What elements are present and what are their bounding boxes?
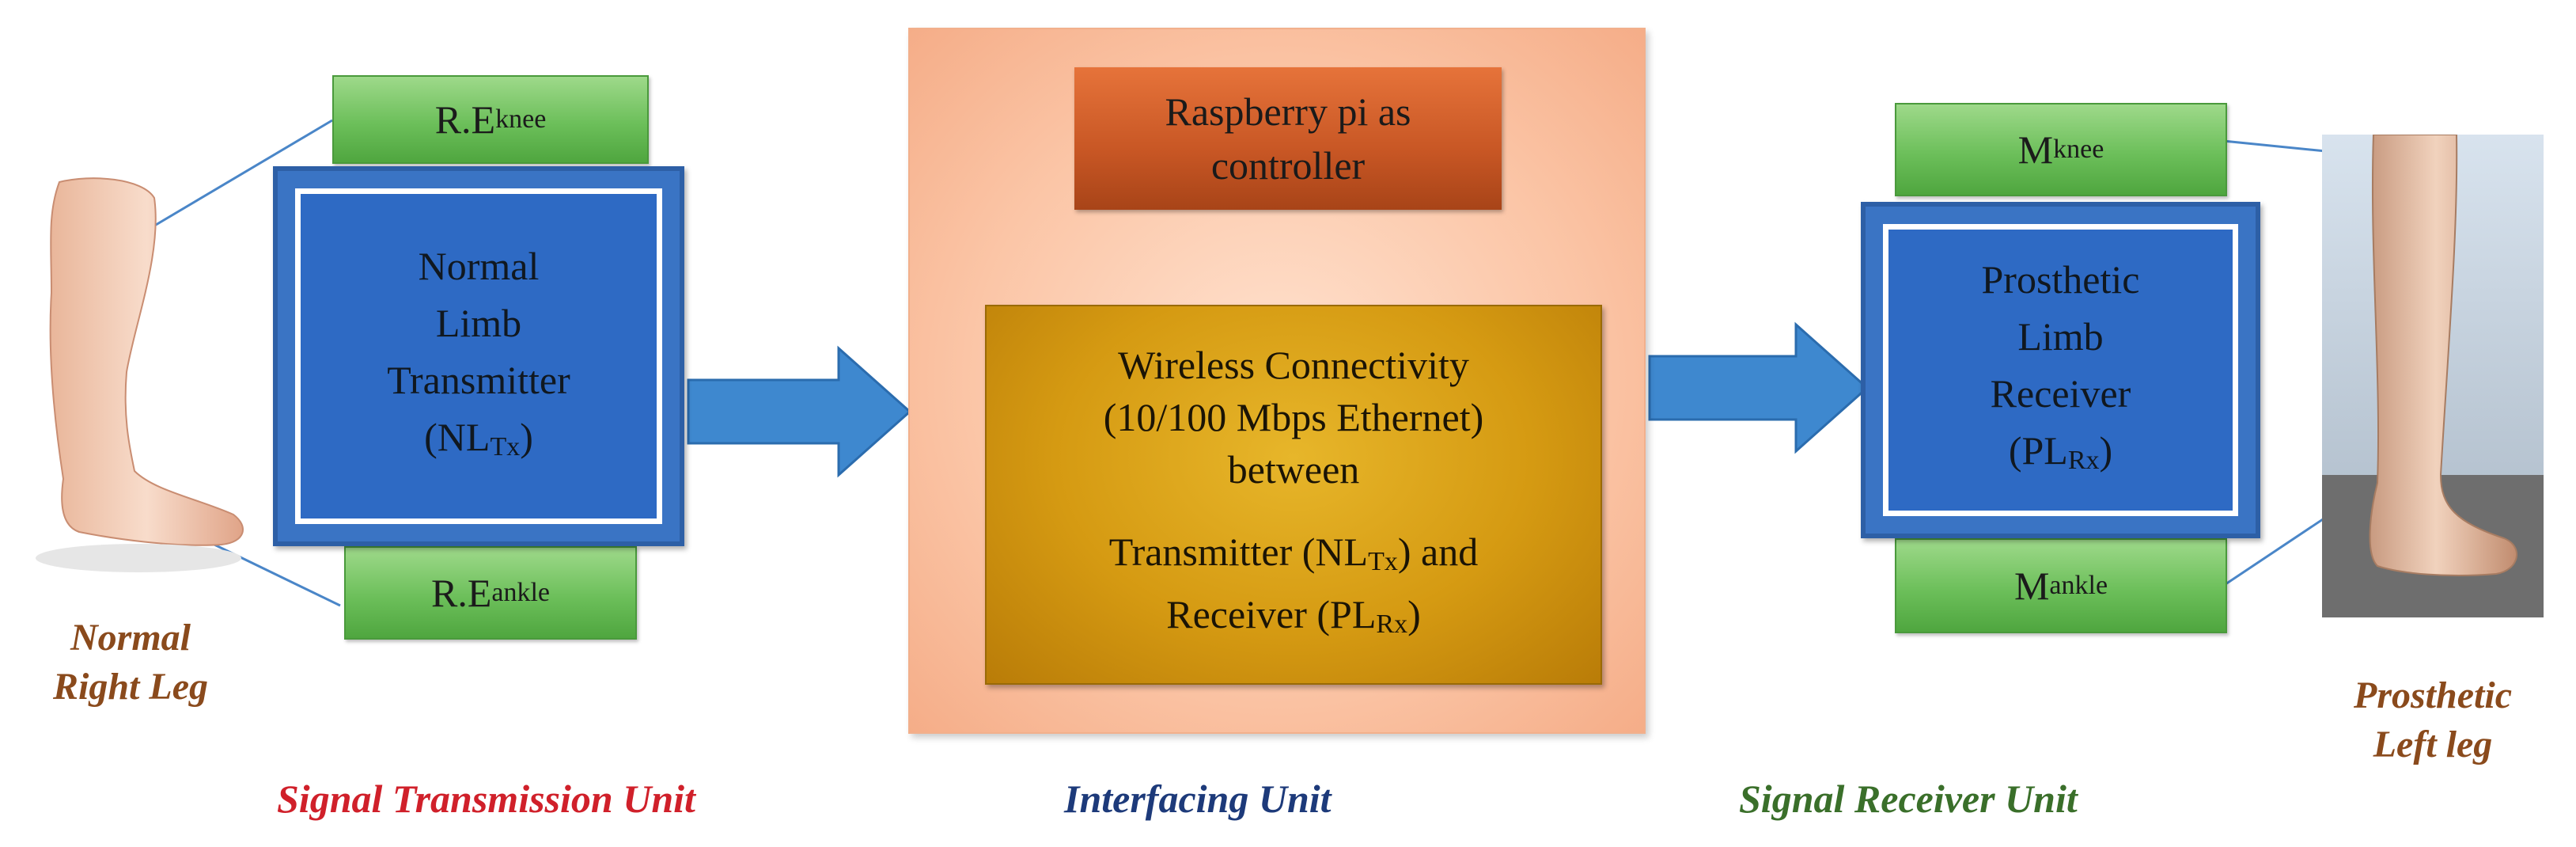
interfacing-unit-label: Interfacing Unit xyxy=(1064,777,1332,821)
normal-leg-image xyxy=(36,177,244,572)
m-ankle-main: M xyxy=(2013,564,2050,608)
transmitter-abbr: (NLTx) xyxy=(424,414,533,461)
re-ankle-main: R.E xyxy=(430,571,492,615)
receiver-inner: Prosthetic Limb Receiver (PLRx) xyxy=(1883,224,2238,516)
arrow-transmitter-to-interface xyxy=(687,345,912,478)
m-knee-main: M xyxy=(2017,127,2054,172)
arrow-interface-to-receiver xyxy=(1648,321,1869,454)
connectivity-line1: Wireless Connectivity xyxy=(1118,343,1469,387)
prosthetic-leg-image xyxy=(2322,135,2544,617)
signal-transmission-unit-label: Signal Transmission Unit xyxy=(277,777,695,821)
receiver-abbr: (PLRx) xyxy=(2008,428,2113,475)
re-knee-sub: knee xyxy=(495,104,547,134)
receiver-line2: Limb xyxy=(2017,314,2104,359)
knee-connector-left xyxy=(134,119,333,239)
receiver-line3: Receiver xyxy=(1990,371,2131,416)
wireless-connectivity-box: Wireless Connectivity (10/100 Mbps Ether… xyxy=(985,305,1602,685)
connectivity-line2: (10/100 Mbps Ethernet) xyxy=(1103,395,1484,439)
transmitter-line3: Transmitter xyxy=(387,357,570,402)
transmitter-line2: Limb xyxy=(435,300,522,345)
signal-receiver-unit-label: Signal Receiver Unit xyxy=(1739,777,2078,821)
connectivity-line5: Receiver (PLRx) xyxy=(1166,592,1421,639)
connectivity-line3: between xyxy=(1227,447,1360,492)
connectivity-line4: Transmitter (NLTx) and xyxy=(1108,530,1479,576)
transmitter-line1: Normal xyxy=(418,243,540,288)
controller-line1: Raspberry pi as xyxy=(1165,89,1411,134)
normal-leg-label: Normal Right Leg xyxy=(52,617,208,708)
prosthetic-leg-label: Prosthetic Left leg xyxy=(2354,674,2512,765)
receiver-line1: Prosthetic xyxy=(1981,257,2140,302)
normal-limb-transmitter: Normal Limb Transmitter (NLTx) xyxy=(273,166,684,546)
transmitter-inner: Normal Limb Transmitter (NLTx) xyxy=(295,188,662,524)
m-ankle-sub: ankle xyxy=(2049,571,2108,600)
m-knee-sub: knee xyxy=(2053,135,2104,164)
prosthetic-limb-receiver: Prosthetic Limb Receiver (PLRx) xyxy=(1861,202,2260,538)
re-ankle-sub: ankle xyxy=(491,578,551,607)
raspberry-pi-controller: Raspberry pi as controller xyxy=(1074,67,1502,210)
controller-line2: controller xyxy=(1210,143,1366,188)
re-knee-main: R.E xyxy=(434,97,496,142)
